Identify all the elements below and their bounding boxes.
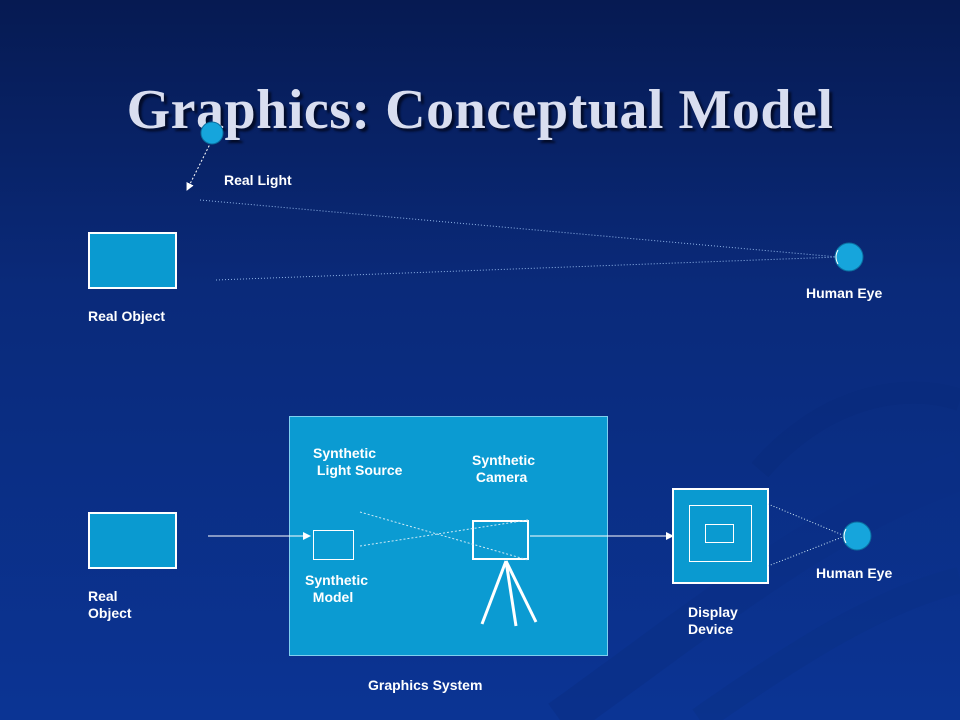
synthetic-camera-box [472, 520, 529, 560]
human-eye-pupil-bottom [843, 528, 847, 544]
graphics-system-label: Graphics System [368, 677, 483, 693]
display-device [672, 488, 769, 584]
tripod-leg-middle [504, 560, 518, 627]
real-light-ray [186, 141, 212, 191]
synthetic-model-label: Synthetic Model [305, 572, 369, 605]
real-object-box [88, 232, 177, 289]
top-ray-2 [215, 256, 839, 281]
display-device-core [705, 524, 734, 543]
human-eye-icon [834, 242, 864, 272]
display-ray-2 [767, 535, 846, 567]
tripod-leg-left [480, 560, 508, 625]
human-eye-label-bottom: Human Eye [816, 565, 893, 581]
human-eye-pupil [835, 249, 839, 265]
display-device-inner [689, 505, 752, 562]
tripod-leg-right [504, 560, 538, 623]
synthetic-light-label: Synthetic Light Source [313, 445, 403, 478]
human-eye-icon-bottom [842, 521, 872, 551]
real-light-label: Real Light [224, 172, 292, 188]
real-object-box-bottom [88, 512, 177, 569]
real-object-label: Real Object [88, 308, 166, 324]
real-light-source [200, 121, 224, 145]
top-ray-1 [199, 199, 839, 258]
synthetic-model-box [313, 530, 354, 560]
display-device-label: Display Device [688, 604, 738, 637]
synthetic-ray-1 [359, 511, 529, 561]
real-object-label-bottom: Real Object [88, 588, 132, 621]
display-ray-1 [767, 503, 846, 537]
synthetic-ray-2 [359, 519, 529, 547]
human-eye-label: Human Eye [806, 285, 883, 301]
synthetic-camera-label: Synthetic Camera [472, 452, 536, 485]
page-title: Graphics: Conceptual Model [126, 79, 834, 141]
